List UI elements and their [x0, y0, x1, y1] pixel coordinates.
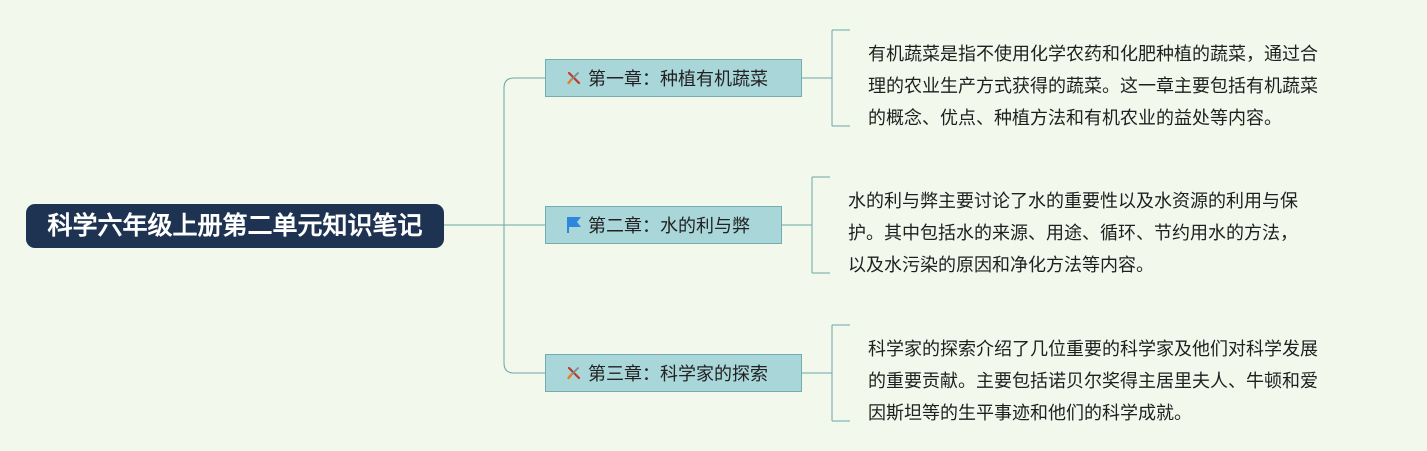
chapter-2-note-line: 以及水污染的原因和净化方法等内容。 — [848, 255, 1154, 276]
chapter-3-topic[interactable]: 第三章：科学家的探索 — [545, 354, 802, 392]
chapter-1-note-line: 的概念、优点、种植方法和有机农业的益处等内容。 — [868, 108, 1282, 129]
flag-icon — [564, 215, 584, 235]
chapter-1-note: 有机蔬菜是指不使用化学农药和化肥种植的蔬菜，通过合 理的农业生产方式获得的蔬菜。… — [868, 39, 1318, 135]
chapter-3-title: 第三章：科学家的探索 — [588, 364, 768, 385]
tools-icon — [564, 68, 584, 88]
chapter-3-note-line: 科学家的探索介绍了几位重要的科学家及他们对科学发展 — [868, 339, 1318, 360]
chapter-3-note: 科学家的探索介绍了几位重要的科学家及他们对科学发展 的重要贡献。主要包括诺贝尔奖… — [868, 334, 1318, 430]
chapter-2-note-line: 护。其中包括水的来源、用途、循环、节约用水的方法， — [848, 223, 1298, 244]
chapter-2-note-line: 水的利与弊主要讨论了水的重要性以及水资源的利用与保 — [848, 191, 1298, 212]
chapter-3-note-line: 因斯坦等的生平事迹和他们的科学成就。 — [868, 403, 1192, 424]
chapter-1-note-line: 有机蔬菜是指不使用化学农药和化肥种植的蔬菜，通过合 — [868, 44, 1318, 65]
chapter-1-note-line: 理的农业生产方式获得的蔬菜。这一章主要包括有机蔬菜 — [868, 76, 1318, 97]
root-topic[interactable]: 科学六年级上册第二单元知识笔记 — [26, 204, 444, 248]
root-topic-label: 科学六年级上册第二单元知识笔记 — [47, 211, 423, 240]
chapter-2-note: 水的利与弊主要讨论了水的重要性以及水资源的利用与保 护。其中包括水的来源、用途、… — [848, 186, 1298, 282]
chapter-2-title: 第二章：水的利与弊 — [588, 216, 750, 237]
tools-icon — [564, 363, 584, 383]
chapter-3-note-line: 的重要贡献。主要包括诺贝尔奖得主居里夫人、牛顿和爱 — [868, 371, 1318, 392]
chapter-2-topic[interactable]: 第二章：水的利与弊 — [545, 206, 782, 244]
chapter-1-title: 第一章：种植有机蔬菜 — [588, 69, 768, 90]
chapter-1-topic[interactable]: 第一章：种植有机蔬菜 — [545, 59, 802, 97]
